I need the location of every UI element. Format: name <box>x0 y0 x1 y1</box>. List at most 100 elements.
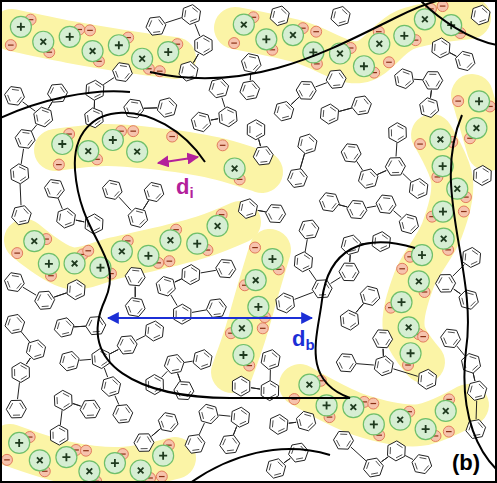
label-subscript: i <box>189 184 193 201</box>
anion-circle <box>250 242 261 253</box>
backbone-bond <box>175 279 182 282</box>
benzene-ring <box>209 79 228 98</box>
backbone-bond <box>233 427 236 436</box>
cation-circle <box>245 270 266 291</box>
charge-sign <box>268 255 276 263</box>
benzene-ring <box>101 377 120 397</box>
ring-outline <box>373 330 393 348</box>
charge-sign <box>254 303 262 311</box>
ring-outline <box>270 6 289 25</box>
ring-outline <box>12 206 32 225</box>
charge-sign <box>440 405 451 416</box>
cation-circle <box>430 129 451 150</box>
ring-double-bond <box>147 185 161 198</box>
ring-double-bond <box>322 196 336 209</box>
benzene-ring <box>67 280 85 300</box>
ring-double-bond <box>402 217 415 231</box>
benzene-ring <box>296 82 316 100</box>
ring-double-bond <box>279 296 292 310</box>
ring-outline <box>113 405 133 423</box>
domain-width-arrow <box>108 317 312 319</box>
ring-double-bond <box>15 209 29 222</box>
ring-outline <box>253 147 273 165</box>
ring-double-bond <box>212 81 226 94</box>
minus-sign <box>314 63 320 64</box>
cation <box>111 241 132 262</box>
ring-outline <box>274 102 293 121</box>
charge-sign <box>87 45 98 56</box>
ring-outline <box>80 400 100 418</box>
benzene-ring <box>35 291 55 309</box>
backbone-bond <box>152 429 161 437</box>
domain-boundary <box>420 0 497 45</box>
benzene-ring <box>54 390 72 410</box>
backbone-bond <box>54 293 66 297</box>
ring-outline <box>182 5 201 25</box>
benzene-ring <box>231 407 249 427</box>
backbone-bond <box>454 289 461 294</box>
cation-circle <box>390 409 411 430</box>
cation <box>447 178 468 199</box>
ring-double-bond <box>464 356 477 370</box>
benzene-ring <box>341 235 360 254</box>
ring-outline <box>374 356 393 376</box>
cation-circle <box>130 460 151 481</box>
charge-sign <box>419 14 430 25</box>
ring-double-bond <box>367 461 381 474</box>
ring-outline <box>191 112 210 131</box>
distance-arrows <box>108 157 312 318</box>
cation-circle <box>138 245 159 266</box>
ring-double-bond <box>297 255 310 269</box>
benzene-ring <box>193 350 212 370</box>
ring-outline <box>54 318 73 337</box>
ring-outline <box>158 413 178 432</box>
anion-circle <box>437 1 448 12</box>
backbone-bond <box>454 289 461 294</box>
ring-outline <box>209 79 228 98</box>
ring-outline <box>34 107 53 127</box>
anion <box>257 323 268 334</box>
ring-outline <box>57 208 76 228</box>
cation-circle <box>233 14 254 35</box>
benzene-ring <box>296 411 315 430</box>
charge-sign <box>29 235 40 246</box>
backbone-bond <box>383 349 384 356</box>
ring-double-bond <box>196 353 209 367</box>
benzene-ring <box>195 35 212 55</box>
cation <box>224 158 245 179</box>
backbone-bond <box>259 139 261 146</box>
cation <box>435 400 456 421</box>
ring-outline <box>44 180 64 199</box>
cation-circle <box>38 253 59 274</box>
ring-double-bond <box>412 182 425 196</box>
backbone-bond <box>383 349 384 356</box>
benzene-ring <box>395 69 414 89</box>
ring-double-bond <box>256 149 270 162</box>
cation-circle <box>353 56 374 77</box>
ring-double-bond <box>57 321 71 334</box>
ring-double-bond <box>167 357 181 370</box>
minus-sign <box>220 145 226 146</box>
ring-outline <box>467 381 486 400</box>
backbone-bond <box>135 287 136 297</box>
cation-circle <box>127 141 148 162</box>
cation <box>248 296 269 317</box>
charge-sign <box>374 38 385 49</box>
cation-circle <box>111 241 132 262</box>
ring-double-bond <box>53 428 65 442</box>
anion-circle <box>156 471 167 482</box>
ring-double-bond <box>302 223 316 236</box>
dimension-label: db <box>292 328 315 352</box>
ring-double-bond <box>63 354 77 368</box>
ring-double-bond <box>426 74 440 86</box>
backbone-bond <box>119 197 131 210</box>
anion <box>418 331 429 342</box>
ring-outline <box>387 441 405 461</box>
minus-sign <box>371 403 377 404</box>
benzene-ring <box>238 199 257 219</box>
ring-double-bond <box>47 182 61 195</box>
cation-circle <box>391 292 412 313</box>
benzene-ring <box>455 51 474 70</box>
minus-sign <box>327 416 333 417</box>
